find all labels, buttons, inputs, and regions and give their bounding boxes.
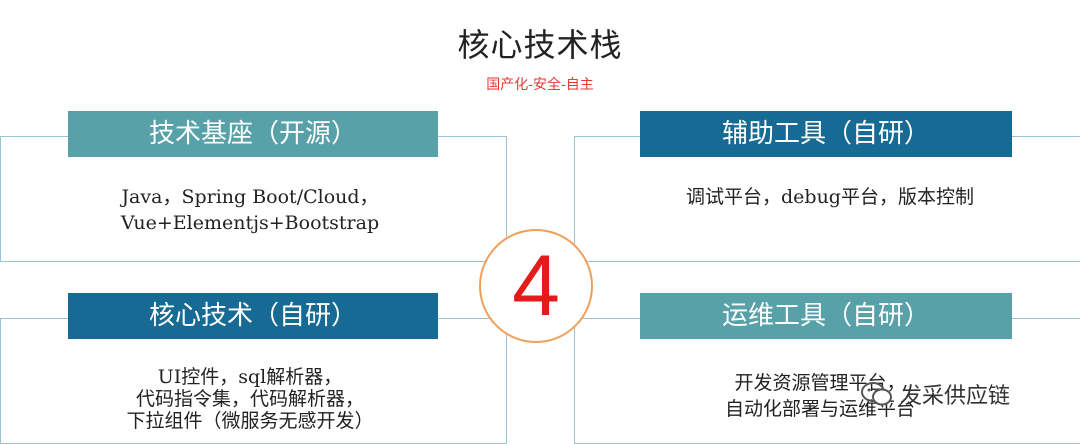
header-core-tech: 核心技术（自研） <box>68 293 438 339</box>
content-line: 调试平台，debug平台，版本控制 <box>686 186 974 208</box>
content-line: 下拉组件（微服务无感开发） <box>126 410 374 432</box>
content-tech-foundation: Java，Spring Boot/Cloud， Vue+Elementjs+Bo… <box>80 184 420 236</box>
watermark: 发采供应链 <box>860 378 1010 410</box>
content-line: 代码指令集，代码解析器， <box>135 388 364 410</box>
header-tech-foundation: 技术基座（开源） <box>68 111 438 157</box>
content-line: Java，Spring Boot/Cloud， <box>121 186 379 208</box>
header-ops-tools: 运维工具（自研） <box>640 293 1012 339</box>
page-subtitle: 国产化-安全-自主 <box>486 77 594 93</box>
content-line: UI控件，sql解析器， <box>157 366 343 388</box>
content-line: 自动化部署与运维平台 <box>724 398 915 420</box>
watermark-text: 发采供应链 <box>900 383 1011 408</box>
header-aux-tools: 辅助工具（自研） <box>640 111 1012 157</box>
center-number-circle: 4 <box>479 229 593 343</box>
panel-core-tech <box>0 318 507 444</box>
content-line: Vue+Elementjs+Bootstrap <box>120 212 380 234</box>
content-core-tech: UI控件，sql解析器， 代码指令集，代码解析器， 下拉组件（微服务无感开发） <box>80 366 420 432</box>
panel-tech-foundation <box>0 136 507 262</box>
panel-ops-tools <box>574 318 1080 444</box>
page-title: 核心技术栈 <box>457 26 623 64</box>
wechat-icon <box>861 382 892 406</box>
content-aux-tools: 调试平台，debug平台，版本控制 <box>620 184 1040 210</box>
panel-aux-tools <box>574 136 1080 262</box>
